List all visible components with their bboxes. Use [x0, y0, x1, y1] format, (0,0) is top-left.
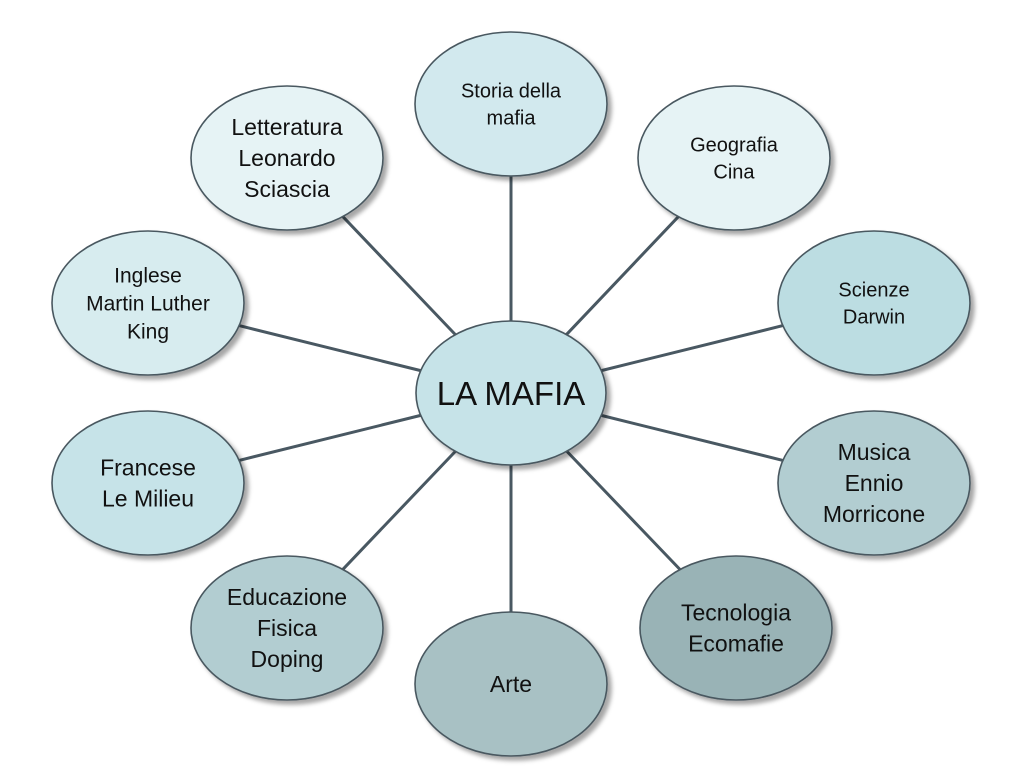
- node-scienze-label-line: Scienze: [838, 280, 909, 302]
- node-letteratura-label-line: Sciascia: [244, 176, 330, 202]
- node-inglese-label-line: Inglese: [114, 264, 182, 287]
- connector-musica: [599, 413, 785, 462]
- node-scienze-bubble: [777, 230, 971, 376]
- node-tecnologia-label-line: Tecnologia: [681, 600, 791, 626]
- connector-educazione: [341, 449, 457, 571]
- node-francese: Francese Le Milieu: [51, 410, 245, 556]
- node-geografia-label-line: Cina: [713, 162, 755, 184]
- node-geografia-label-line: Geografia: [690, 135, 779, 157]
- node-scienze-label-line: Darwin: [843, 307, 905, 329]
- node-geografia-bubble: [637, 85, 831, 231]
- node-inglese-label-line: King: [127, 320, 169, 343]
- node-francese-bubble: [51, 410, 245, 556]
- node-inglese-label-line: Martin Luther: [86, 292, 210, 315]
- connectors: [237, 174, 785, 614]
- connector-francese: [237, 413, 423, 462]
- node-arte: Arte: [414, 611, 608, 757]
- node-inglese-bubble: [51, 230, 245, 376]
- connector-inglese: [237, 324, 423, 373]
- center-node-label: LA MAFIA: [437, 375, 586, 412]
- node-tecnologia-bubble: [639, 555, 833, 701]
- node-educazione-label-line: Fisica: [257, 615, 317, 641]
- node-arte-label: Arte: [490, 671, 532, 697]
- center-node: LA MAFIA: [415, 320, 607, 466]
- node-storia-bubble: [414, 31, 608, 177]
- node-letteratura-label-line: Leonardo: [238, 145, 335, 171]
- node-arte-label-line: Arte: [490, 671, 532, 697]
- node-musica-label-line: Morricone: [823, 501, 925, 527]
- node-arte-bubble: [414, 611, 608, 757]
- node-educazione-label-line: Doping: [251, 646, 324, 672]
- node-letteratura-bubble: [190, 85, 384, 231]
- node-storia-label: Storia della mafia: [461, 81, 562, 130]
- node-letteratura-label-line: Letteratura: [231, 114, 342, 140]
- node-educazione-label-line: Educazione: [227, 584, 347, 610]
- node-storia-label-line: Storia della: [461, 81, 562, 103]
- node-tecnologia-label-line: Ecomafie: [688, 631, 784, 657]
- node-francese-label-line: Le Milieu: [102, 486, 194, 512]
- node-francese-label: Francese Le Milieu: [100, 455, 196, 512]
- connector-tecnologia: [565, 449, 682, 572]
- connector-letteratura: [341, 215, 457, 337]
- node-musica-label-line: Ennio: [845, 470, 904, 496]
- center-node-bubble: [415, 320, 607, 466]
- connector-scienze: [599, 324, 785, 373]
- node-storia: Storia della mafia: [414, 31, 608, 177]
- node-educazione-bubble: [190, 555, 384, 701]
- node-musica-bubble: [777, 410, 971, 556]
- node-storia-label-line: mafia: [487, 108, 537, 130]
- node-francese-label-line: Francese: [100, 455, 196, 481]
- node-musica-label-line: Musica: [838, 439, 911, 465]
- connector-geografia: [564, 215, 680, 337]
